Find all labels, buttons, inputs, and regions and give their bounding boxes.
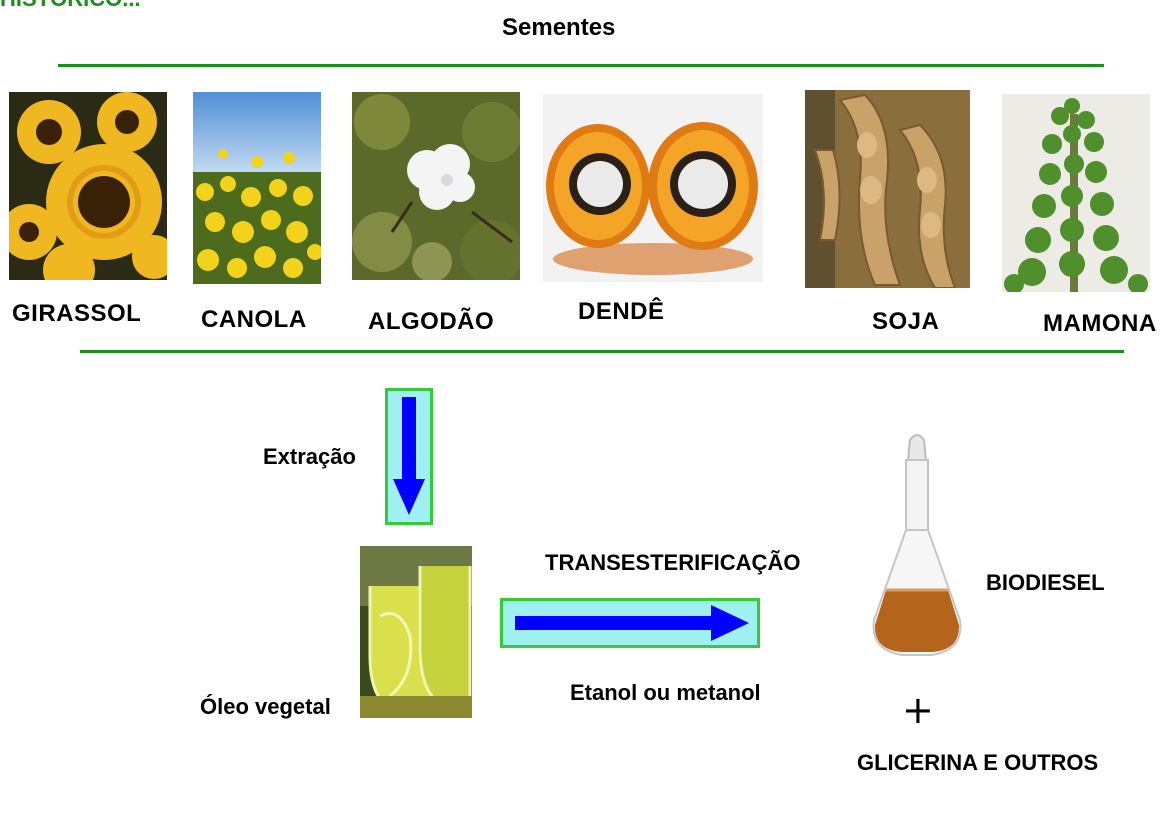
transesterification-label: TRANSESTERIFICAÇÃO (545, 550, 801, 575)
reagent-label: Etanol ou metanol (570, 680, 761, 705)
seed-label-algodao: ALGODÃO (368, 308, 495, 335)
palm-fruit-image (543, 94, 763, 282)
plus-sign: + (902, 688, 934, 732)
seed-label-dende: DENDÊ (578, 298, 665, 325)
biodiesel-label: BIODIESEL (986, 570, 1105, 595)
seed-label-girassol: GIRASSOL (12, 300, 142, 327)
biodiesel-flask-image (862, 430, 972, 662)
soybean-pods-image (805, 90, 970, 288)
sunflower-image (9, 92, 167, 280)
top-divider (58, 64, 1104, 67)
seed-label-soja: SOJA (872, 308, 940, 335)
seed-label-canola: CANOLA (201, 306, 307, 333)
extraction-label: Extração (263, 444, 356, 469)
header-fragment: HISTÓRICO... (0, 0, 141, 12)
transesterification-arrow (500, 598, 760, 648)
castor-plant-image (1002, 94, 1150, 292)
canola-field-image (193, 92, 321, 284)
middle-divider (80, 350, 1124, 353)
seed-label-mamona: MAMONA (1043, 310, 1157, 337)
vegetable-oil-image (360, 546, 472, 718)
page-title: Sementes (502, 14, 616, 41)
cotton-boll-image (352, 92, 520, 280)
byproducts-label: GLICERINA E OUTROS (857, 750, 1099, 775)
vegetable-oil-label: Óleo vegetal (200, 694, 331, 719)
extraction-arrow (385, 388, 433, 525)
